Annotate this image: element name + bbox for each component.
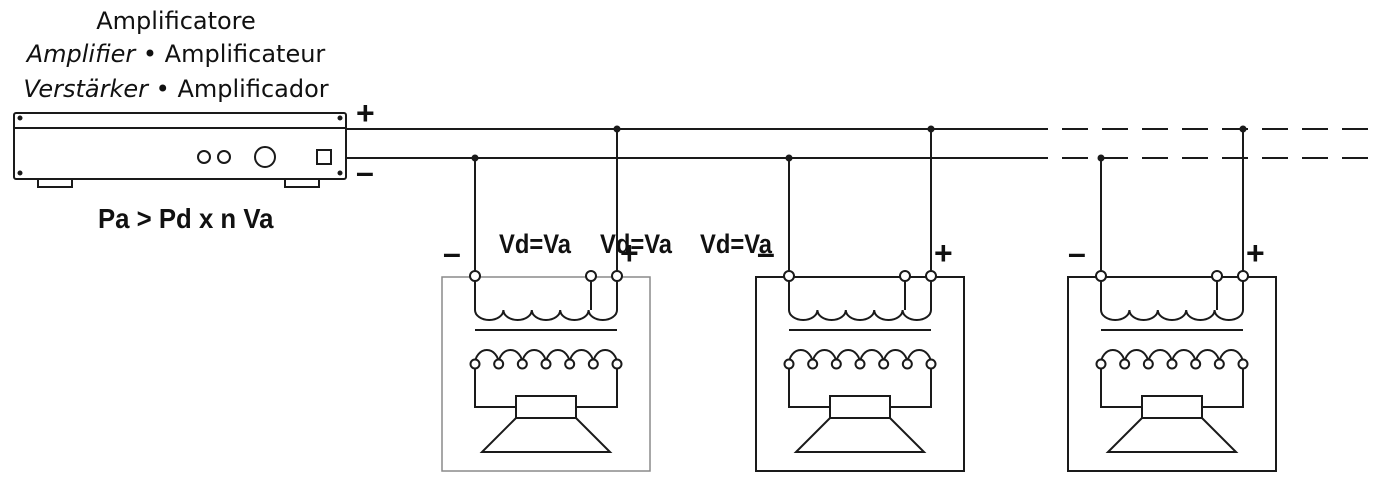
speaker-lead-right xyxy=(1200,369,1244,408)
secondary-tap-terminal xyxy=(564,358,576,370)
speaker-2-voltage-label: Vd=Va xyxy=(600,229,672,259)
primary-terminal xyxy=(1095,270,1107,282)
primary-terminal xyxy=(899,270,911,282)
primary-terminal xyxy=(1237,270,1249,282)
speaker-unit-1 xyxy=(441,125,651,472)
loudspeaker-magnet xyxy=(829,395,891,419)
speaker-3-voltage-label: Vd=Va xyxy=(700,229,772,259)
secondary-tap-terminal xyxy=(830,358,842,370)
primary-winding xyxy=(788,309,932,321)
amplifier-unit xyxy=(13,112,347,188)
secondary-tap-terminal xyxy=(469,358,481,370)
speaker-unit-3 xyxy=(1067,125,1277,472)
secondary-tap-terminal xyxy=(807,358,819,370)
title-separator: • xyxy=(155,75,170,103)
secondary-tap-terminal xyxy=(783,358,795,370)
speaker-lead-left xyxy=(1100,369,1144,408)
speaker-2-minus-terminal: – xyxy=(757,235,775,271)
secondary-tap-terminal xyxy=(925,358,937,370)
secondary-tap-terminal xyxy=(1142,358,1154,370)
speaker-2-plus-terminal: + xyxy=(934,235,953,271)
positive-junction-dot xyxy=(1239,125,1247,133)
secondary-tap-terminal xyxy=(516,358,528,370)
secondary-tap-terminal xyxy=(901,358,913,370)
speaker-enclosure xyxy=(1067,276,1277,472)
secondary-tap-terminal xyxy=(611,358,623,370)
secondary-tap-terminal xyxy=(493,358,505,370)
speaker-3-minus-terminal: – xyxy=(1068,235,1086,271)
amplifier-minus-terminal: – xyxy=(356,154,374,190)
secondary-tap-terminal xyxy=(1166,358,1178,370)
positive-junction-dot xyxy=(927,125,935,133)
loudspeaker-cone-icon xyxy=(793,417,927,453)
loudspeaker-cone-icon xyxy=(479,417,613,453)
amplifier-plus-terminal: + xyxy=(356,95,375,131)
secondary-tap-terminal xyxy=(587,358,599,370)
speaker-unit-2 xyxy=(755,125,965,472)
speaker-1-plus-terminal: + xyxy=(620,235,639,271)
speaker-lead-left xyxy=(788,369,832,408)
positive-junction-dot xyxy=(613,125,621,133)
negative-junction-dot xyxy=(785,154,793,162)
primary-terminal xyxy=(783,270,795,282)
amplifier-title-en: Amplifier xyxy=(26,40,136,68)
secondary-tap-terminal xyxy=(1213,358,1225,370)
secondary-tap-terminal xyxy=(1237,358,1249,370)
title-separator: • xyxy=(142,40,158,68)
speaker-1-minus-terminal: – xyxy=(443,235,461,271)
loudspeaker-magnet xyxy=(515,395,577,419)
primary-terminal xyxy=(611,270,623,282)
secondary-tap-terminal xyxy=(1190,358,1202,370)
loudspeaker-cone-icon xyxy=(1105,417,1239,453)
primary-terminal xyxy=(925,270,937,282)
primary-terminal xyxy=(469,270,481,282)
secondary-tap-terminal xyxy=(878,358,890,370)
primary-winding xyxy=(1100,309,1244,321)
amplifier-title-fr: Amplificateur xyxy=(164,40,326,68)
speaker-enclosure xyxy=(755,276,965,472)
bus-lines xyxy=(346,128,1379,159)
negative-junction-dot xyxy=(1097,154,1105,162)
loudspeaker-magnet xyxy=(1141,395,1203,419)
secondary-tap-terminal xyxy=(1119,358,1131,370)
secondary-tap-terminal xyxy=(540,358,552,370)
amplifier-title-en-fr: Amplifier • Amplificateur xyxy=(6,39,346,69)
speaker-3-plus-terminal: + xyxy=(1246,235,1265,271)
speaker-1-voltage-label: Vd=Va xyxy=(499,229,571,259)
primary-terminal xyxy=(585,270,597,282)
amplifier-title-es: Amplificador xyxy=(177,75,329,103)
amplifier-title-de-es: Verstärker • Amplificador xyxy=(6,74,346,104)
speaker-enclosure xyxy=(441,276,651,472)
power-formula: Pa > Pd x n Va xyxy=(98,203,274,234)
speaker-lead-right xyxy=(888,369,932,408)
amplifier-title-it: Amplificatore xyxy=(96,7,256,35)
speaker-lead-right xyxy=(574,369,618,408)
speaker-lead-left xyxy=(474,369,518,408)
secondary-tap-terminal xyxy=(1095,358,1107,370)
negative-junction-dot xyxy=(471,154,479,162)
amplifier-title-de: Verstärker xyxy=(23,75,149,103)
secondary-tap-terminal xyxy=(854,358,866,370)
primary-terminal xyxy=(1211,270,1223,282)
primary-winding xyxy=(474,309,618,321)
